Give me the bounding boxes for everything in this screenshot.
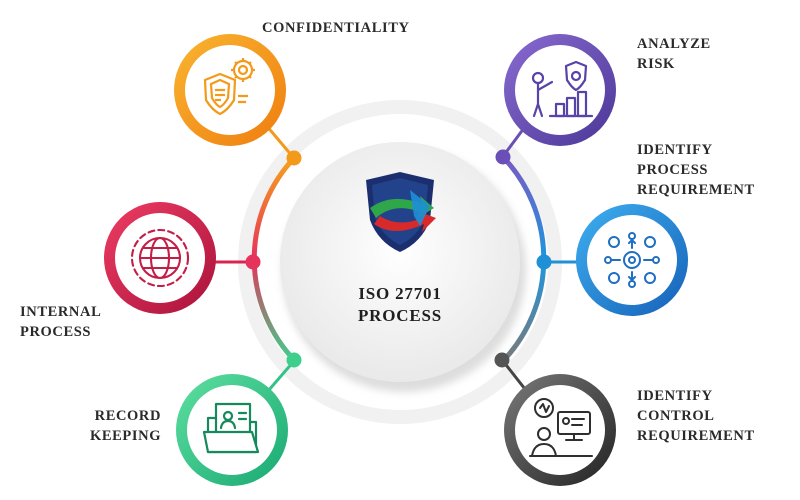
dot-identify-process bbox=[536, 254, 552, 270]
node-internal-process bbox=[104, 202, 216, 314]
shield-gear-icon bbox=[203, 58, 255, 116]
dot-internal-process bbox=[245, 254, 261, 270]
presentation-risk-icon bbox=[531, 60, 594, 118]
shield-logo-icon bbox=[366, 172, 436, 252]
gears-network-icon bbox=[604, 232, 660, 288]
globe-gear-icon bbox=[130, 228, 190, 288]
label-analyze-risk: ANALYZE RISK bbox=[637, 36, 711, 72]
label-internal-process: INTERNAL PROCESS bbox=[20, 304, 102, 340]
label-confidentiality: CONFIDENTIALITY bbox=[262, 20, 410, 36]
node-identify-control bbox=[504, 374, 616, 486]
node-confidentiality bbox=[174, 34, 286, 146]
node-identify-process bbox=[576, 204, 688, 316]
dot-analyze-risk bbox=[495, 149, 511, 165]
dot-confidentiality bbox=[286, 150, 302, 166]
label-identify-process: IDENTIFY PROCESS REQUIREMENT bbox=[637, 142, 755, 198]
center-subtitle: PROCESS bbox=[357, 306, 442, 325]
label-record-keeping: RECORD KEEPING bbox=[90, 408, 162, 444]
label-identify-control: IDENTIFY CONTROL REQUIREMENT bbox=[637, 388, 755, 444]
node-record-keeping bbox=[176, 374, 288, 486]
folder-record-icon bbox=[202, 402, 260, 454]
center-title: ISO 27701 bbox=[358, 284, 442, 303]
node-analyze-risk bbox=[504, 34, 616, 146]
center-disc bbox=[280, 142, 520, 382]
operator-monitor-icon bbox=[529, 398, 593, 457]
dot-identify-control bbox=[494, 352, 510, 368]
dot-record-keeping bbox=[286, 352, 302, 368]
